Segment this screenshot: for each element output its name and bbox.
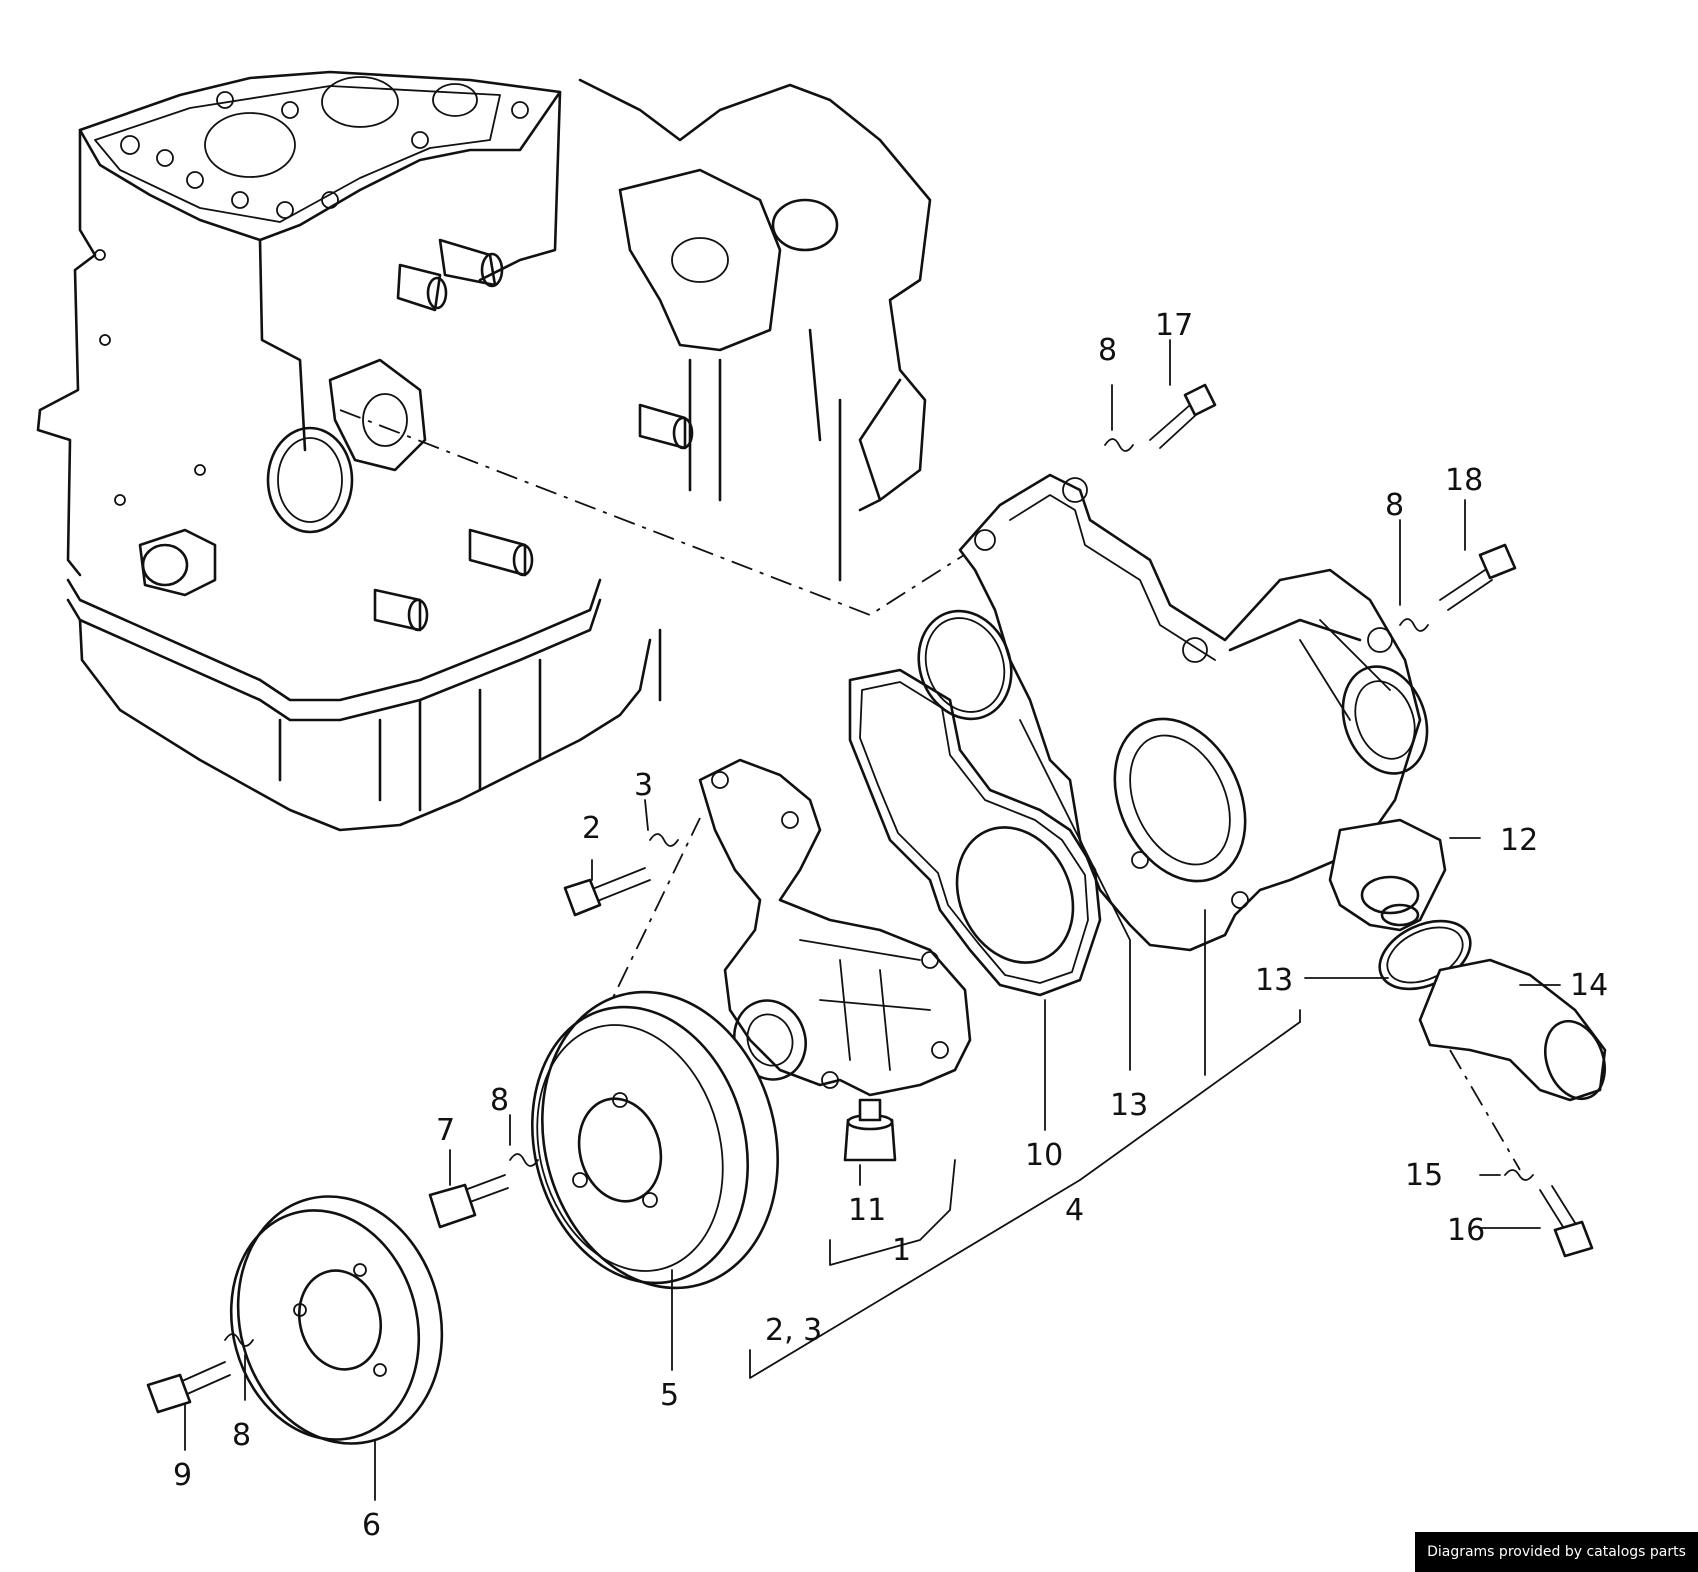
engine-block (36, 70, 932, 832)
label-8-d: 8 (232, 1418, 251, 1453)
label-6: 6 (362, 1508, 381, 1543)
label-5: 5 (660, 1378, 679, 1413)
label-16: 16 (1447, 1213, 1485, 1248)
bolt-9 (146, 1361, 231, 1414)
o-ring (917, 609, 1013, 721)
label-8-a: 8 (1098, 333, 1117, 368)
label-9: 9 (173, 1458, 192, 1493)
pulley-small (229, 1195, 444, 1445)
bolt-18 (1439, 543, 1517, 611)
label-15: 15 (1405, 1158, 1443, 1193)
label-13-a: 13 (1110, 1088, 1148, 1123)
thermostat (1328, 818, 1447, 932)
label-17: 17 (1155, 308, 1193, 343)
bolt-2 (563, 867, 651, 917)
label-12: 12 (1500, 823, 1538, 858)
label-7: 7 (436, 1113, 455, 1148)
label-18: 18 (1445, 463, 1483, 498)
label-2-3: 2, 3 (765, 1313, 822, 1348)
coolant-flange (1418, 958, 1607, 1102)
label-8-b: 8 (1385, 488, 1404, 523)
label-2: 2 (582, 811, 601, 846)
credit-text: Diagrams provided by catalogs parts (1427, 1544, 1686, 1560)
label-13-b: 13 (1255, 963, 1293, 998)
credit-banner: Diagrams provided by catalogs parts (1415, 1532, 1698, 1572)
label-11: 11 (848, 1193, 886, 1228)
drain-plug (843, 1098, 897, 1162)
label-8-c: 8 (490, 1083, 509, 1118)
label-3: 3 (634, 768, 653, 803)
leader-lines (184, 339, 1561, 1501)
spring-washers (224, 438, 1534, 1347)
label-1: 1 (892, 1233, 911, 1268)
pulley-large (530, 990, 779, 1290)
label-14: 14 (1570, 968, 1608, 1003)
bolt-16 (1539, 1185, 1594, 1258)
label-4: 4 (1065, 1193, 1084, 1228)
bolt-7 (428, 1174, 509, 1229)
water-pump (698, 758, 972, 1097)
label-10: 10 (1025, 1138, 1063, 1173)
callout-labels: 17 8 18 8 3 2 12 13 14 13 8 7 10 15 11 4… (173, 308, 1608, 1543)
bolt-17 (1149, 383, 1217, 449)
housing-gasket (848, 668, 1102, 997)
water-pump-housing (958, 473, 1429, 952)
